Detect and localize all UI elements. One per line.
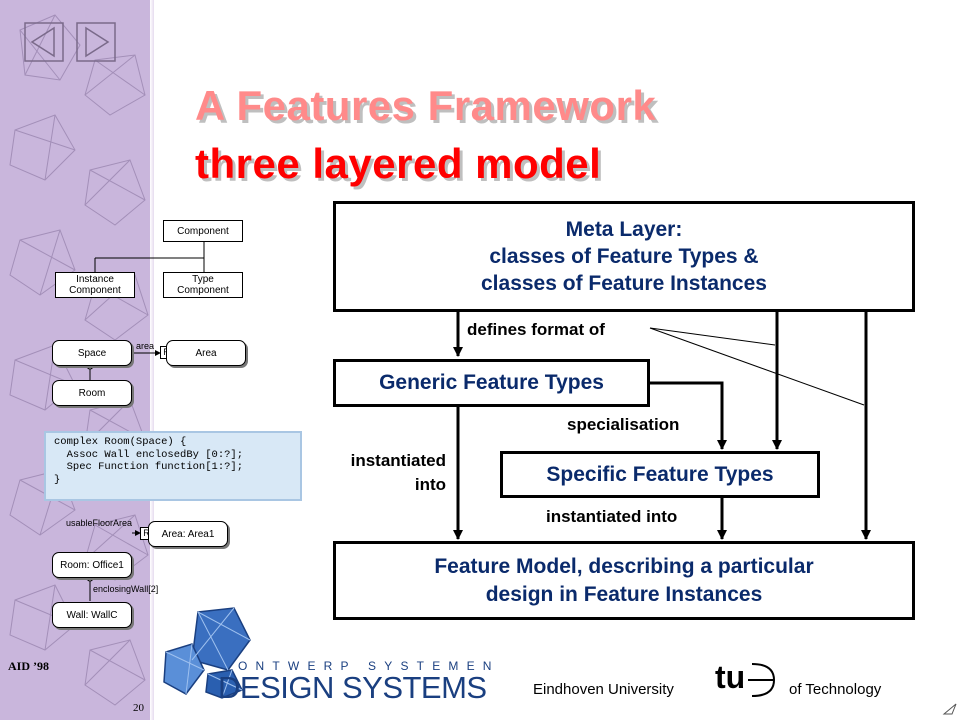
uml-line: Instance: [76, 274, 114, 285]
triangle-left-icon: [24, 22, 64, 62]
triangle-right-icon: [76, 22, 116, 62]
code-listing: complex Room(Space) { Assoc Wall enclose…: [44, 431, 302, 501]
uml-line: Component: [69, 285, 121, 296]
code-line: Spec Function function[1:?];: [54, 461, 244, 473]
slide-subtitle: three layered model: [195, 140, 602, 187]
generic-feature-types-box: Generic Feature Types: [333, 359, 650, 407]
specialisation-label: specialisation: [567, 415, 680, 434]
instantiated-into-left-label: instantiated into: [322, 449, 446, 497]
defines-format-label: defines format of: [467, 320, 605, 339]
label-line: instantiated: [350, 451, 446, 470]
feature-model-box: Feature Model, describing a particular d…: [333, 541, 915, 620]
uml-line: Type: [192, 274, 214, 285]
meta-layer-line: classes of Feature Instances: [481, 272, 767, 295]
university-name-left: Eindhoven University: [533, 681, 674, 698]
prev-slide-button[interactable]: [24, 22, 64, 62]
meta-layer-line: classes of Feature Types &: [489, 245, 759, 268]
logo-top-text: ONTWERP SYSTEMEN: [238, 659, 500, 673]
sidebar-edge: [150, 0, 154, 720]
code-line: Assoc Wall enclosedBy [0:?];: [54, 448, 244, 461]
wallc-instance: Wall: WallC: [52, 602, 132, 628]
page-number: 20: [133, 702, 144, 714]
feature-model-line: design in Feature Instances: [485, 582, 763, 606]
type-component-class: Type Component: [163, 272, 243, 298]
uml-line: Component: [177, 285, 229, 296]
slide-title: A Features Framework: [195, 82, 657, 129]
meta-layer-title: Meta Layer:: [565, 218, 683, 241]
feature-model-line: Feature Model, describing a particular: [434, 554, 814, 578]
code-line: }: [54, 473, 61, 486]
space-entity: Space: [52, 340, 132, 366]
enclosing-wall-label: enclosingWall[2]: [93, 584, 159, 594]
tue-logo-icon: tu: [715, 659, 746, 695]
label-line: into: [414, 475, 446, 494]
instantiated-into-right-label: instantiated into: [546, 507, 678, 526]
design-systems-logo-icon: [163, 607, 251, 699]
instance-component-class: Instance Component: [55, 272, 135, 298]
code-line: complex Room(Space) {: [54, 436, 187, 448]
area-entity: Area: [166, 340, 246, 366]
area-role-label: area: [136, 341, 155, 351]
logo-main-text: DESIGN SYSTEMS: [218, 670, 487, 705]
room-entity: Room: [52, 380, 132, 406]
component-class: Component: [163, 220, 243, 242]
office1-instance: Room: Office1: [52, 552, 132, 578]
tue-swoosh: [748, 663, 776, 697]
next-slide-button[interactable]: [76, 22, 116, 62]
pointer-arrow-icon: [942, 703, 957, 715]
specific-feature-types-box: Specific Feature Types: [500, 451, 820, 498]
meta-layer-box: Meta Layer: classes of Feature Types & c…: [333, 201, 915, 312]
university-name-right: of Technology: [789, 681, 882, 698]
area1-instance: Area: Area1: [148, 521, 228, 547]
conference-label: AID ’98: [8, 659, 49, 673]
usable-floor-area-label: usableFloorArea: [66, 518, 133, 528]
